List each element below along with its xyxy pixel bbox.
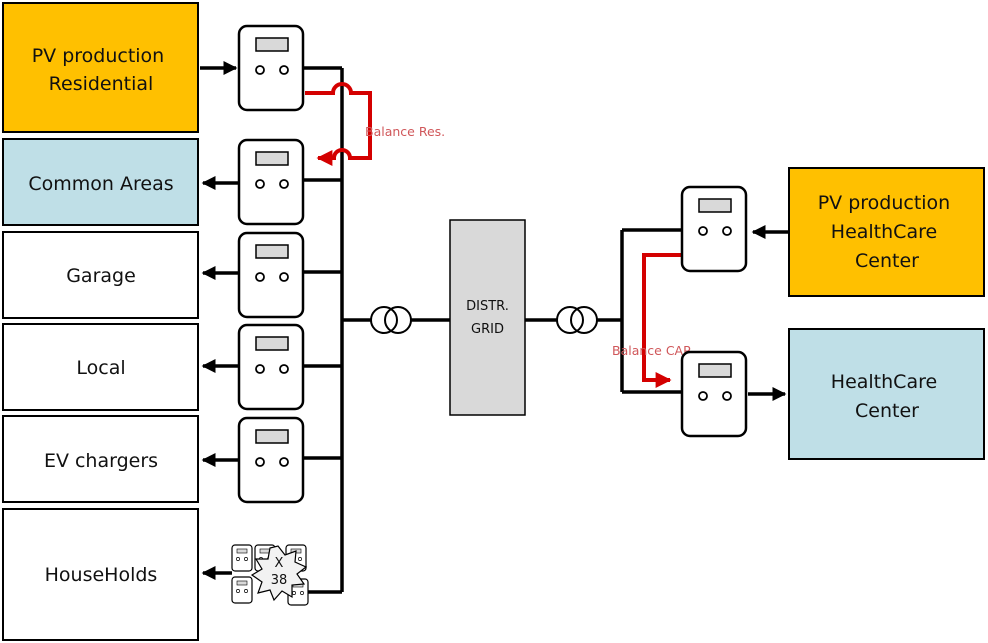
garage-label: Garage: [66, 265, 136, 287]
balance-cap-flow: Balance CAP: [612, 253, 691, 388]
right-bus-wiring: [525, 228, 681, 394]
transformer-right-icon: [556, 306, 598, 334]
meter-pv-residential: [237, 24, 305, 112]
multiplier-count: 38: [271, 573, 288, 588]
healthcare-line1: HealthCare: [831, 371, 937, 393]
svg-text:PV production Residentia: PV production Residential: [32, 45, 171, 95]
multiplier-burst-icon: [250, 545, 308, 602]
balance-res-flow: Balance Res.: [305, 82, 445, 166]
pv-healthcare-line3: Center: [855, 250, 919, 272]
left-bus-wiring: [303, 66, 450, 594]
meter-pv-healthcare: [680, 185, 748, 273]
pv-residential-line2: Residential: [49, 73, 154, 95]
meter-ev-chargers: [237, 416, 305, 504]
pv-healthcare-line2: HealthCare: [831, 221, 937, 243]
distribution-grid: DISTR. GRID: [449, 219, 526, 416]
pv-residential-line1: PV production: [32, 45, 165, 67]
svg-text:PV production HealthCare: PV production HealthCare Center: [818, 192, 957, 272]
box-garage: Garage: [2, 231, 199, 319]
meter-common-areas: [237, 138, 305, 226]
multiplier-x: X: [275, 556, 284, 571]
healthcare-line2: Center: [855, 400, 919, 422]
households-label: HouseHolds: [45, 564, 158, 586]
grid-label-line2: GRID: [471, 322, 504, 337]
balance-res-label: Balance Res.: [365, 124, 445, 139]
common-areas-label: Common Areas: [28, 173, 173, 195]
local-label: Local: [76, 357, 125, 379]
box-healthcare: HealthCare Center: [788, 328, 985, 460]
box-pv-residential: PV production Residential: [2, 2, 199, 133]
left-arrows: [200, 61, 238, 580]
grid-label-line1: DISTR.: [466, 299, 509, 314]
meter-garage: [237, 231, 305, 319]
meter-local: [237, 323, 305, 411]
balance-cap-label: Balance CAP: [612, 343, 691, 358]
households-meter-cluster: X 38: [231, 544, 309, 606]
box-common-areas: Common Areas: [2, 138, 199, 226]
svg-text:HealthCare Center: HealthCare Center: [831, 371, 943, 422]
box-households: HouseHolds: [2, 508, 199, 641]
box-ev-chargers: EV chargers: [2, 415, 199, 503]
box-pv-healthcare: PV production HealthCare Center: [788, 167, 985, 297]
box-local: Local: [2, 323, 199, 411]
meter-healthcare: [680, 350, 748, 438]
right-arrows: [748, 225, 789, 401]
ev-chargers-label: EV chargers: [44, 450, 158, 472]
transformer-left-icon: [370, 306, 412, 334]
pv-healthcare-line1: PV production: [818, 192, 951, 214]
